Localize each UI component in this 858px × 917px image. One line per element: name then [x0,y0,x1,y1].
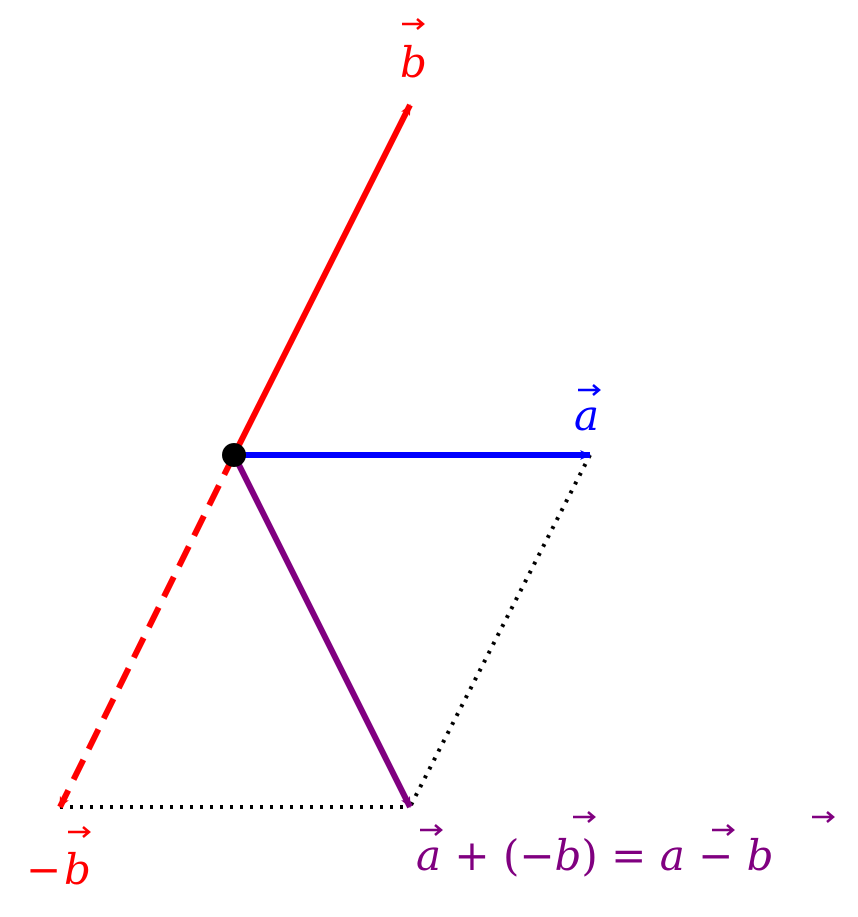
label-a-vector-arrow [578,384,601,396]
vector-neg-b-arrow [57,453,237,809]
result-b1: b [555,831,582,880]
result-b2: b [747,831,774,880]
result-a1-vector-arrow [420,824,443,836]
construction-line-right [408,454,592,808]
result-minus: − [685,831,747,880]
label-result-text: a + (−b) = a − b [416,831,774,880]
label-neg-b-vector-arrow [68,826,91,838]
origin-point [222,443,246,467]
result-a2-vector-arrow [712,824,735,836]
result-b2-vector-arrow [812,811,835,823]
vector-b-arrow [231,103,413,457]
result-a2: a [660,831,685,880]
result-plus: + (− [441,831,554,880]
vector-difference-arrow [231,453,413,809]
label-b-vector-arrow [402,18,425,30]
label-b-letter: b [400,38,427,87]
label-b: b [400,18,427,87]
result-b1-vector-arrow [573,811,596,823]
result-close: ) = [581,831,659,880]
label-a: a [574,384,601,440]
label-neg-b: − b [26,826,91,894]
label-neg-b-letter: b [64,845,91,894]
label-neg-b-sign: − [26,845,61,894]
result-a1: a [416,831,441,880]
label-result-equation: a + (−b) = a − b [416,811,835,880]
label-a-letter: a [574,391,599,440]
